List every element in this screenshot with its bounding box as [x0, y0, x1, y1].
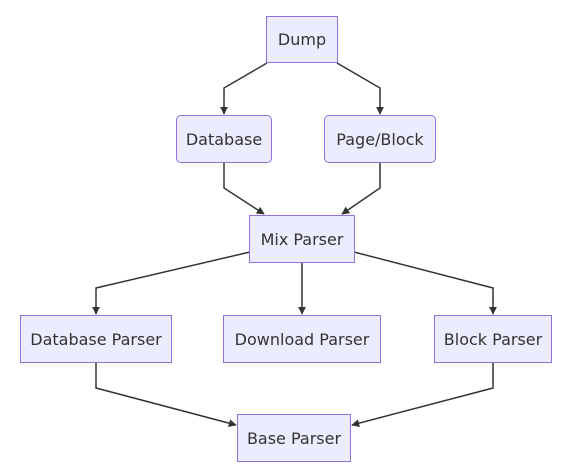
node-database: Database — [176, 115, 272, 163]
node-mix-parser-label: Mix Parser — [260, 229, 344, 249]
node-dump: Dump — [266, 16, 338, 63]
edge-dump-to-database — [220, 62, 268, 115]
node-base-parser-label: Base Parser — [246, 428, 342, 448]
edge-database-parser-to-base-parser — [95, 363, 237, 428]
edge-mix-parser-to-block-parser — [353, 251, 497, 315]
edge-database-to-mix-parser — [223, 163, 265, 215]
node-base-parser: Base Parser — [237, 414, 351, 462]
edge-mix-parser-to-database-parser — [92, 251, 251, 315]
node-database-parser: Database Parser — [20, 315, 172, 363]
edge-block-parser-to-base-parser — [351, 363, 494, 428]
node-download-parser: Download Parser — [223, 315, 381, 363]
node-download-parser-label: Download Parser — [234, 329, 370, 349]
edge-dump-to-page-block — [336, 62, 384, 115]
node-database-label: Database — [185, 129, 263, 149]
node-mix-parser: Mix Parser — [249, 215, 355, 263]
node-block-parser: Block Parser — [434, 315, 552, 363]
node-page-block: Page/Block — [324, 115, 436, 163]
node-block-parser-label: Block Parser — [443, 329, 543, 349]
node-page-block-label: Page/Block — [336, 129, 424, 149]
edge-page-block-to-mix-parser — [341, 163, 381, 215]
node-dump-label: Dump — [277, 30, 327, 49]
node-database-parser-label: Database Parser — [30, 329, 162, 349]
